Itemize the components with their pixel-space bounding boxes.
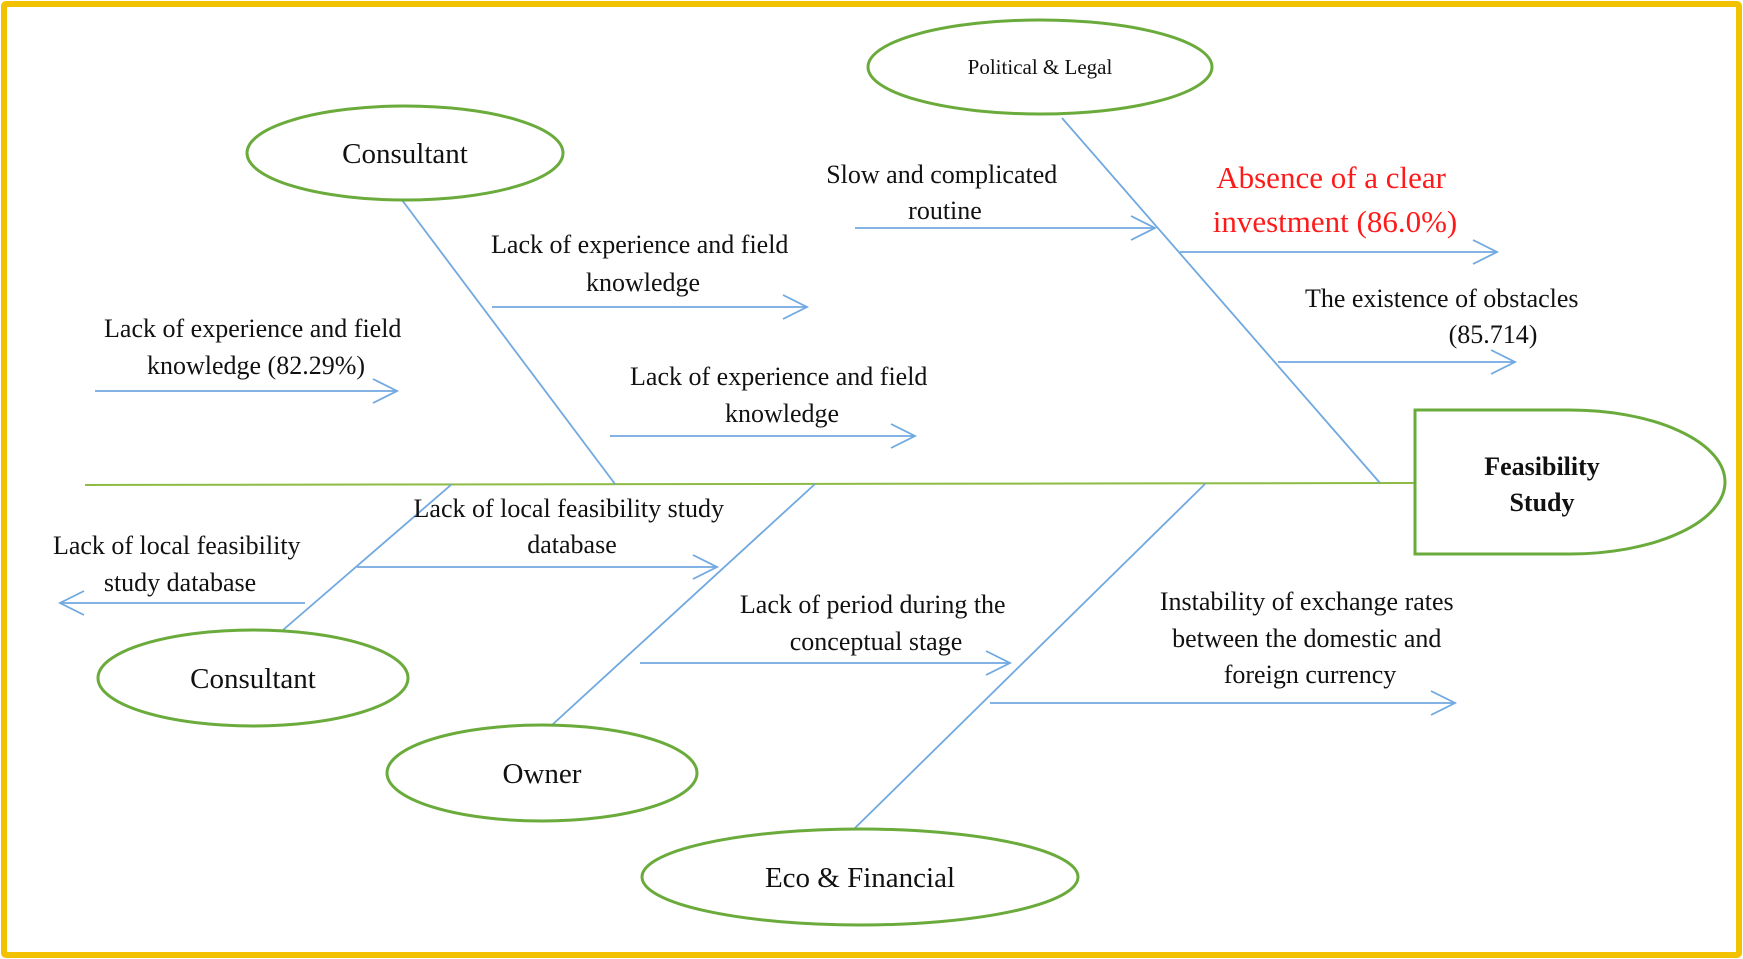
effect-feasibility-study: Feasibility Study: [1413, 408, 1727, 556]
cause-slow-routine-label: Slow and complicated routine: [826, 160, 1064, 225]
cause-experience-3-label: Lack of experience and field knowledge: [630, 362, 934, 428]
category-eco-financial: Eco & Financial: [640, 827, 1080, 927]
bone-consultant-bottom: [282, 483, 453, 631]
main-spine: [84, 482, 1416, 486]
cause-database-2-label: Lack of local feasibility study database: [53, 531, 307, 597]
cause-period-conceptual-label: Lack of period during the conceptual sta…: [740, 590, 1012, 656]
category-political-legal: Political & Legal: [866, 18, 1214, 116]
category-political-legal-label: Political & Legal: [968, 55, 1113, 79]
arrow-existence-obstacles: [1278, 349, 1518, 375]
bone-owner: [551, 483, 816, 726]
cause-exchange-rates-label: Instability of exchange rates between th…: [1160, 587, 1460, 689]
category-consultant-top: Consultant: [245, 104, 565, 202]
arrow-database-2: [57, 590, 305, 616]
arrow-absence-investment: [1180, 239, 1500, 265]
arrow-slow-routine: [855, 215, 1158, 241]
arrow-period-conceptual: [640, 650, 1013, 676]
cause-experience-1-label: Lack of experience and field knowledge: [491, 230, 795, 297]
effect-label-line1: Feasibility: [1484, 452, 1600, 481]
category-owner-label: Owner: [503, 758, 582, 790]
bone-consultant-top: [401, 199, 616, 485]
cause-database-1-label: Lack of local feasibility study database: [414, 494, 731, 559]
arrow-experience-3: [610, 423, 918, 449]
cause-absence-investment-label: Absence of a clear investment (86.0%): [1213, 160, 1458, 239]
cause-experience-2-label: Lack of experience and field knowledge (…: [104, 314, 408, 380]
category-owner: Owner: [385, 723, 699, 823]
arrow-experience-2: [95, 378, 400, 404]
category-consultant-bottom: Consultant: [96, 628, 410, 728]
arrow-experience-1: [492, 294, 810, 320]
arrow-exchange-rates: [990, 690, 1458, 716]
effect-label-line2: Study: [1509, 488, 1574, 517]
category-consultant-top-label: Consultant: [342, 138, 468, 170]
bone-political-legal: [1061, 117, 1381, 484]
arrow-database-1: [357, 554, 720, 580]
category-eco-financial-label: Eco & Financial: [765, 862, 955, 894]
category-consultant-bottom-label: Consultant: [190, 663, 316, 695]
cause-existence-obstacles-label: The existence of obstacles (85.714): [1305, 284, 1585, 349]
bone-eco-financial: [854, 483, 1206, 829]
